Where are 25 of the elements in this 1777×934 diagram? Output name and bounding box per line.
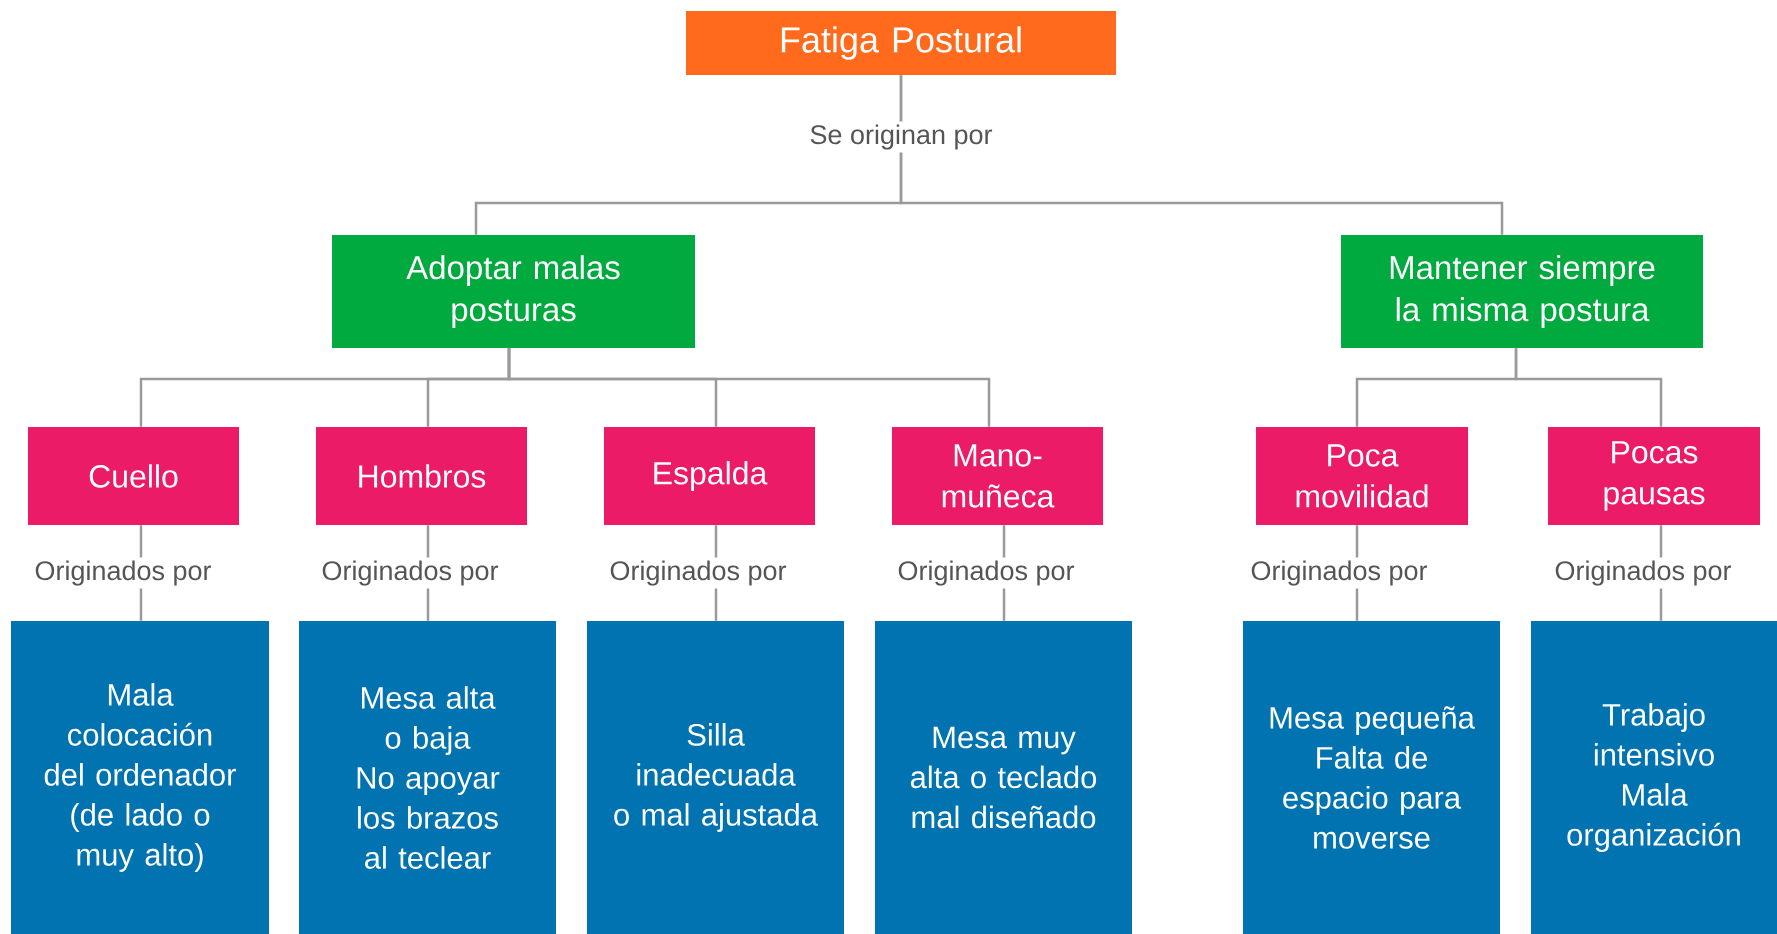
cause-box: Trabajo intensivo Mala organización — [1531, 621, 1777, 934]
edge-label: Originados por — [31, 557, 215, 589]
body-part-box: Mano- muñeca — [892, 427, 1103, 525]
edge-label: Originados por — [1551, 557, 1735, 589]
connector-line — [899, 75, 1504, 235]
body-part-box: Cuello — [28, 427, 239, 525]
body-part-box: Hombros — [316, 427, 527, 525]
connector-line — [1514, 348, 1663, 427]
connector-line — [507, 348, 991, 427]
edge-label: Se originan por — [806, 121, 996, 153]
cause-box: Mesa muy alta o teclado mal diseñado — [875, 621, 1132, 934]
cause-box: Silla inadecuada o mal ajustada — [587, 621, 844, 934]
title-box: Fatiga Postural — [686, 11, 1116, 75]
edge-label: Originados por — [1247, 557, 1431, 589]
cause-box: Mesa pequeña Falta de espacio para moverse — [1243, 621, 1500, 934]
edge-label: Originados por — [606, 557, 790, 589]
body-part-box: Espalda — [604, 427, 815, 525]
category-box: Mantener siempre la misma postura — [1341, 235, 1703, 348]
cause-box: Mala colocación del ordenador (de lado o muy alto) — [11, 621, 269, 934]
edge-label: Originados por — [894, 557, 1078, 589]
cause-box: Pocas pausas — [1548, 427, 1761, 525]
cause-box: Poca movilidad — [1256, 427, 1468, 525]
edge-label: Originados por — [318, 557, 502, 589]
cause-box: Mesa alta o baja No apoyar los brazos al teclear — [299, 621, 556, 934]
category-box: Adoptar malas posturas — [332, 235, 695, 348]
